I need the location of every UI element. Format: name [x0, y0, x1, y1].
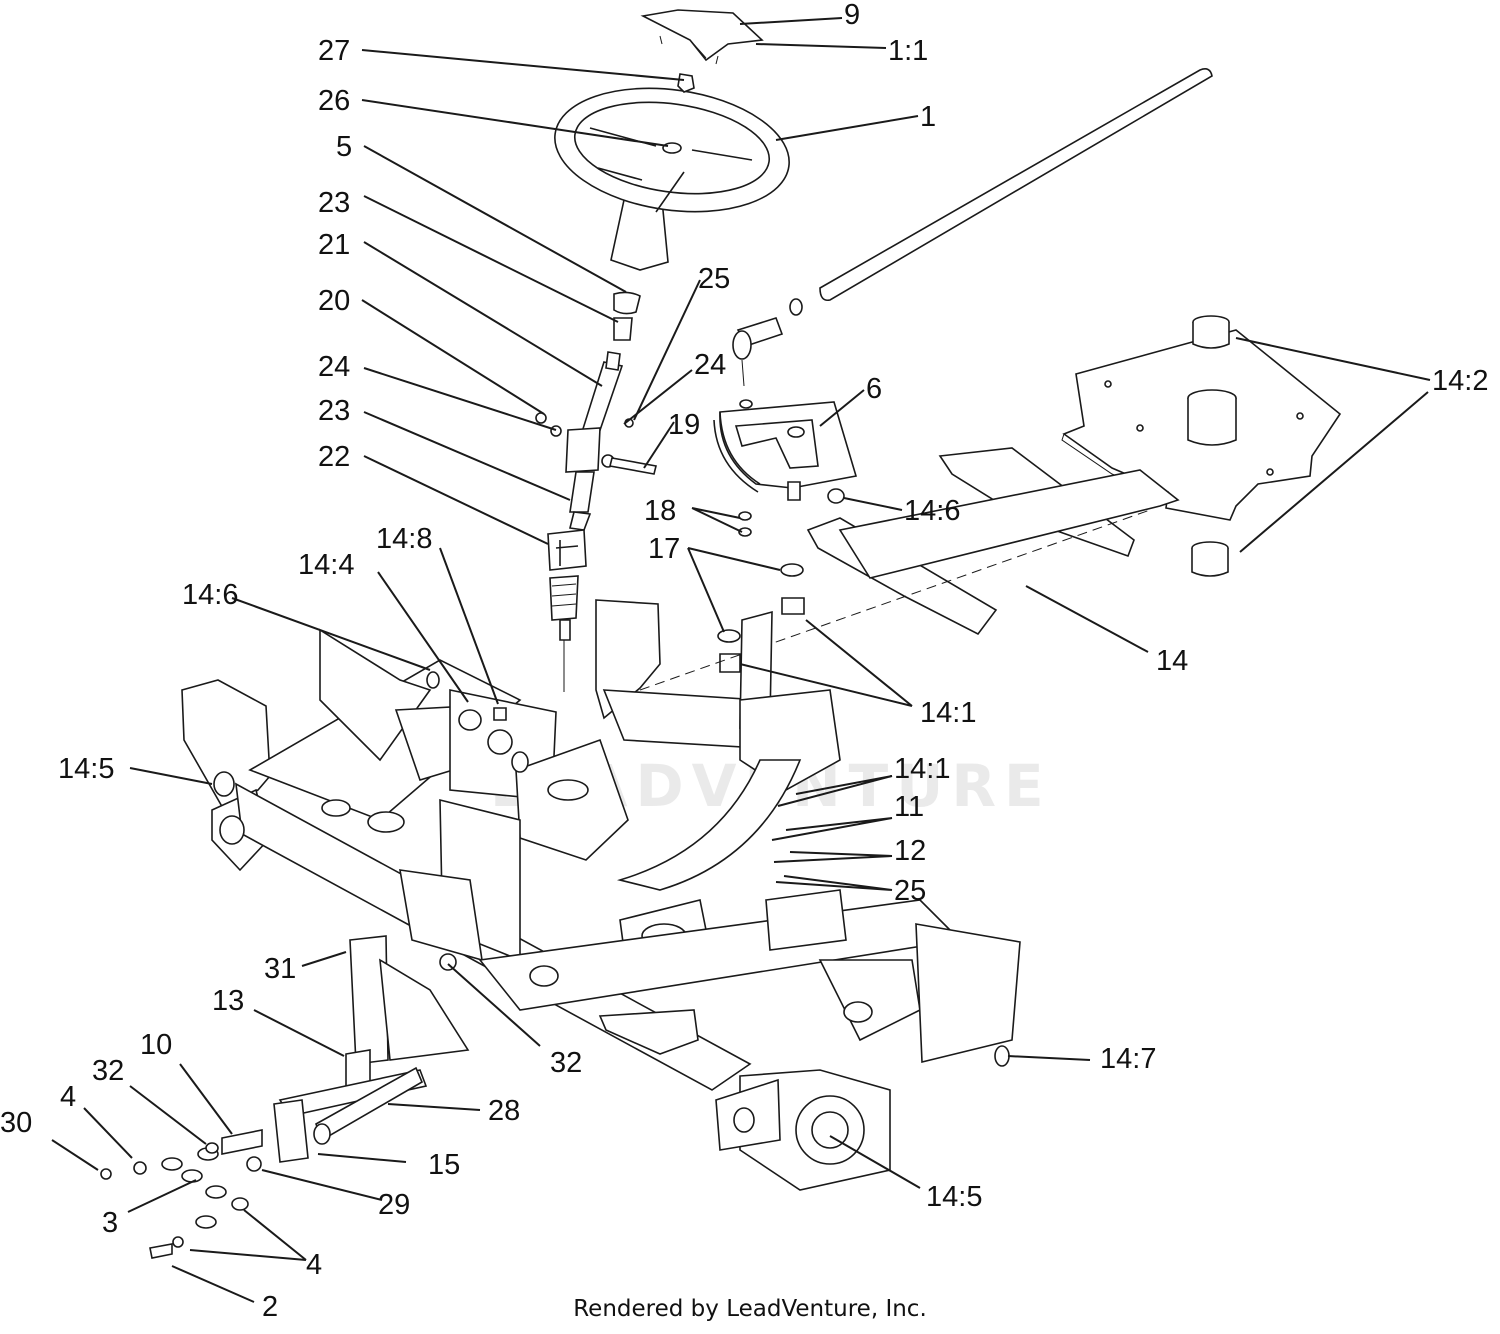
callout-14-6-right: 14:6 — [904, 495, 960, 527]
callout-12: 12 — [894, 835, 926, 867]
front-hitch — [221, 935, 559, 1172]
callout-32-left: 32 — [92, 1055, 124, 1087]
steering-shaft — [547, 291, 641, 692]
callout-13: 13 — [212, 985, 244, 1017]
callout-25-upper: 25 — [698, 263, 730, 295]
callout-14-1-upper: 14:1 — [920, 697, 976, 729]
frame-main — [181, 599, 1021, 1191]
callout-32-right: 32 — [550, 1047, 582, 1079]
callout-14-2: 14:2 — [1432, 365, 1488, 397]
steering-wheel — [554, 87, 790, 271]
steering-wheel-cap — [640, 9, 764, 65]
callout-1-1: 1:1 — [888, 35, 928, 67]
callout-1: 1 — [920, 101, 936, 133]
callout-26: 26 — [318, 85, 350, 117]
callout-19: 19 — [668, 409, 700, 441]
shaft-small-parts — [535, 412, 657, 475]
callout-18: 18 — [644, 495, 676, 527]
callout-5: 5 — [336, 131, 352, 163]
leader-lines — [51, 17, 1431, 1303]
callout-23-upper: 23 — [318, 187, 350, 219]
callout-25-lower: 25 — [894, 875, 926, 907]
callout-29: 29 — [378, 1189, 410, 1221]
callout-28: 28 — [488, 1095, 520, 1127]
callout-14-6-left: 14:6 — [182, 579, 238, 611]
callout-30: 30 — [0, 1107, 32, 1139]
axle-beam — [639, 447, 1180, 691]
callout-4-upper: 4 — [60, 1081, 76, 1113]
callout-11: 11 — [894, 791, 924, 823]
callout-22: 22 — [318, 441, 350, 473]
callout-6: 6 — [866, 373, 882, 405]
callout-9: 9 — [844, 0, 860, 31]
steering-hub-nut — [677, 73, 695, 93]
callout-24-right: 24 — [694, 349, 726, 381]
callout-3: 3 — [102, 1207, 118, 1239]
callout-15: 15 — [428, 1149, 460, 1181]
callout-17: 17 — [648, 533, 680, 565]
callout-14-4: 14:4 — [298, 549, 354, 581]
callout-4-lower: 4 — [306, 1249, 322, 1281]
callout-10: 10 — [140, 1029, 172, 1061]
callout-20: 20 — [318, 285, 350, 317]
callout-14-7: 14:7 — [1100, 1043, 1156, 1075]
callout-23-lower: 23 — [318, 395, 350, 427]
hitch-chain — [100, 1142, 249, 1259]
tie-rod — [732, 68, 1213, 387]
callout-14-1-lower: 14:1 — [894, 753, 950, 785]
callout-2: 2 — [262, 1291, 278, 1323]
callout-21: 21 — [318, 229, 350, 261]
callout-14-5-left: 14:5 — [58, 753, 114, 785]
callout-14-5-right: 14:5 — [926, 1181, 982, 1213]
callout-14: 14 — [1156, 645, 1188, 677]
render-credit: Rendered by LeadVenture, Inc. — [573, 1296, 927, 1322]
callout-14-8: 14:8 — [376, 523, 432, 555]
callout-24-left: 24 — [318, 351, 350, 383]
callout-31: 31 — [264, 953, 296, 985]
callout-27: 27 — [318, 35, 350, 67]
